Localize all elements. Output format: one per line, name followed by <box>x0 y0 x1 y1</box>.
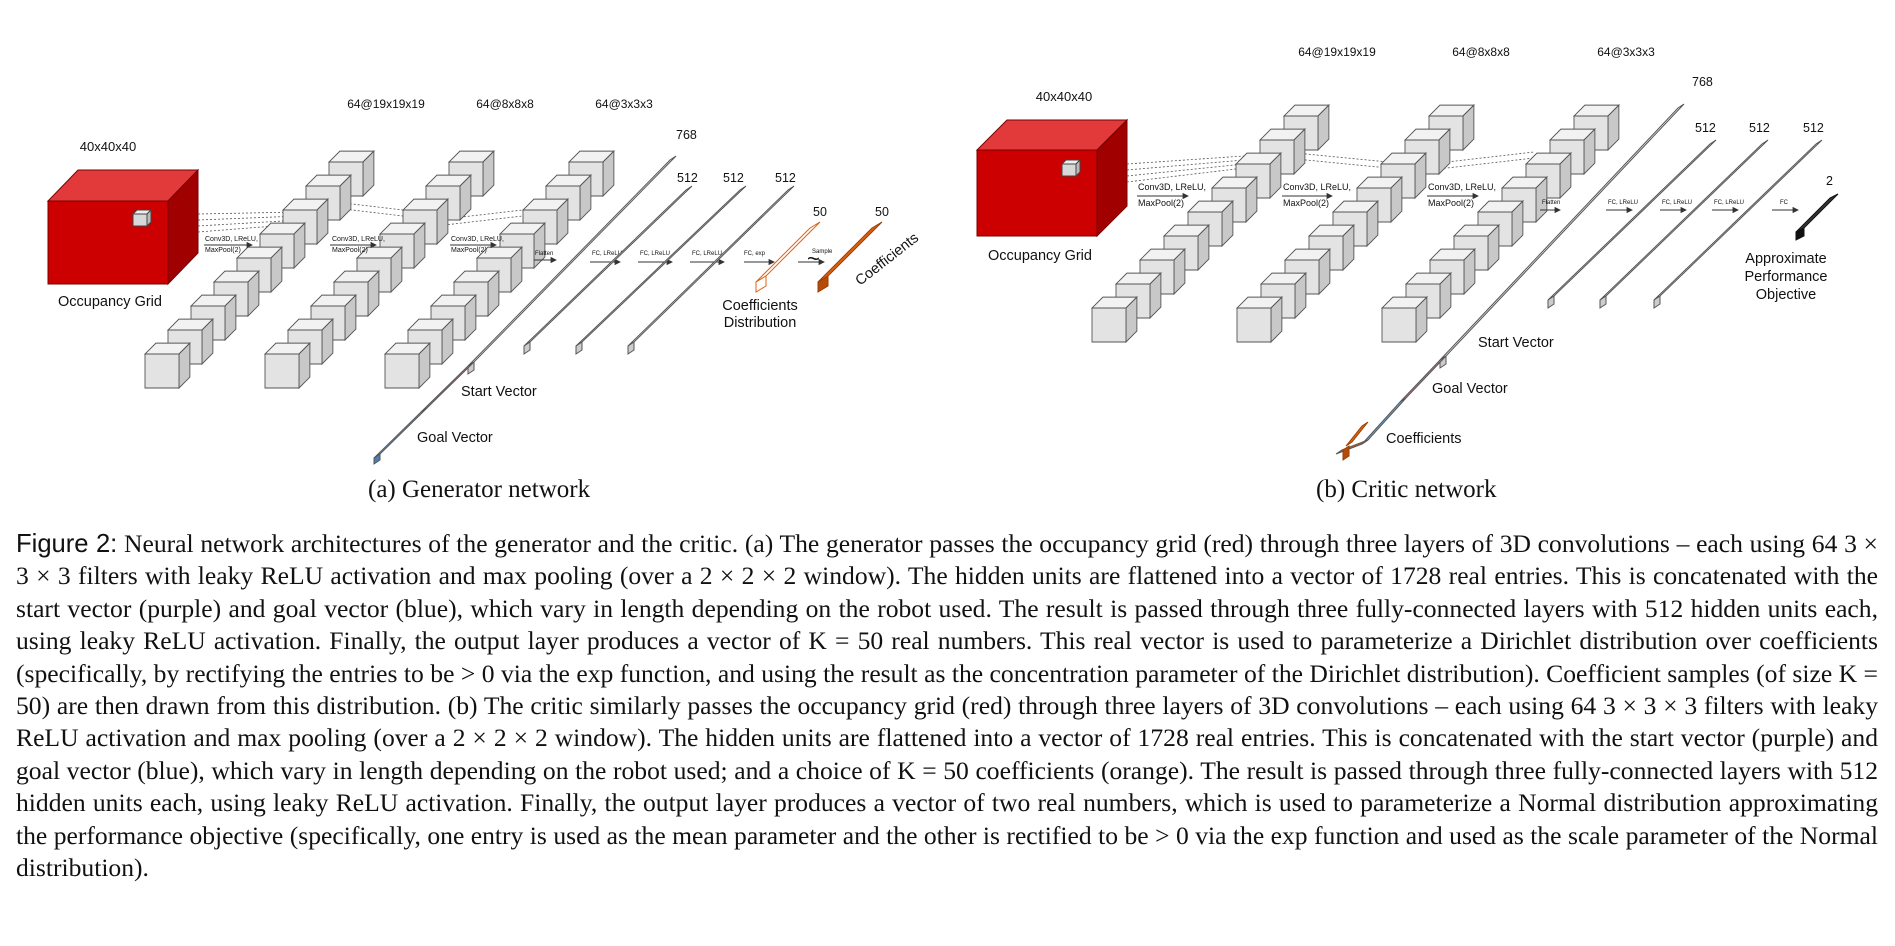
critic-fc-op-3: FC, LReLU <box>1714 200 1744 206</box>
critic-feature-maps-1 <box>1090 104 1330 344</box>
figure-caption-label: Figure 2: <box>16 530 118 558</box>
generator-pool-op-2: MaxPool(2) <box>332 247 368 254</box>
generator-conv-op-1: Conv3D, LReLU, <box>205 236 258 243</box>
critic-objective-label-2: Performance <box>1744 269 1827 285</box>
critic-grid-name-label: Occupancy Grid <box>988 248 1092 264</box>
critic-diagram: 40x40x40 Occupancy Grid 64@19x19x19 64@8… <box>975 45 1839 461</box>
generator-conv-op-2: Conv3D, LReLU, <box>332 236 385 243</box>
generator-coefficients-vector <box>817 221 883 293</box>
generator-fc-op-1: FC, LReLU <box>592 251 622 257</box>
generator-op-arrows <box>204 241 825 266</box>
critic-subcaption: (b) Critic network <box>1316 476 1497 503</box>
generator-fc-size-1: 512 <box>677 171 698 185</box>
critic-start-vector-label: Start Vector <box>1478 335 1554 351</box>
generator-occupancy-grid <box>46 168 200 286</box>
generator-flatten-size: 768 <box>676 128 697 142</box>
generator-tilde: ~ <box>807 246 820 271</box>
generator-projection-lines <box>197 199 541 233</box>
generator-start-vector-label: Start Vector <box>461 384 537 400</box>
critic-op-arrows <box>1137 192 1799 214</box>
critic-objective-label-3: Objective <box>1756 287 1816 303</box>
generator-feature-maps-2 <box>263 150 495 390</box>
critic-coefficients-label: Coefficients <box>1386 431 1462 447</box>
generator-output-vector <box>755 221 821 293</box>
critic-conv-op-2: Conv3D, LReLU, <box>1283 182 1351 192</box>
generator-distribution-label-1: Coefficients <box>722 298 798 314</box>
generator-fc-op-4: FC, exp <box>744 251 766 257</box>
generator-feature-maps-3 <box>383 150 615 390</box>
generator-fc-vector-3 <box>627 185 795 355</box>
generator-sample-size: 50 <box>875 205 889 219</box>
generator-goal-vector-label: Goal Vector <box>417 430 493 446</box>
figure-caption-text: Neural network architectures of the gene… <box>16 529 1878 883</box>
critic-fc-op-2: FC, LReLU <box>1662 200 1692 206</box>
critic-shape-label-1: 64@19x19x19 <box>1298 45 1376 59</box>
generator-fc-vector-2 <box>575 185 747 355</box>
critic-fc-size-1: 512 <box>1695 121 1716 135</box>
feature-map-cube <box>264 353 300 389</box>
critic-feature-maps-2 <box>1235 104 1475 344</box>
critic-grid-size-label: 40x40x40 <box>1036 89 1092 104</box>
figure-caption: Figure 2: Neural network architectures o… <box>16 528 1878 884</box>
critic-feature-maps-3 <box>1380 104 1620 344</box>
generator-grid-name-label: Occupancy Grid <box>58 294 162 310</box>
critic-flatten-vector <box>1335 103 1685 461</box>
critic-flatten-size: 768 <box>1692 75 1713 89</box>
generator-flatten-vector <box>373 155 677 465</box>
critic-conv-op-3: Conv3D, LReLU, <box>1428 182 1496 192</box>
critic-fc-size-3: 512 <box>1803 121 1824 135</box>
generator-shape-label-3: 64@3x3x3 <box>595 97 653 111</box>
critic-conv-op-1: Conv3D, LReLU, <box>1138 182 1206 192</box>
generator-feature-maps-1 <box>143 150 375 390</box>
generator-pool-op-3: MaxPool(2) <box>451 247 487 254</box>
critic-shape-label-2: 64@8x8x8 <box>1452 45 1510 59</box>
generator-fc-vector-1 <box>523 185 693 355</box>
generator-conv-op-3: Conv3D, LReLU, <box>451 236 504 243</box>
generator-shape-label-1: 64@19x19x19 <box>347 97 425 111</box>
feature-map-cube <box>384 353 420 389</box>
generator-pool-op-1: MaxPool(2) <box>205 247 241 254</box>
critic-out-size: 2 <box>1826 174 1833 188</box>
critic-shape-label-3: 64@3x3x3 <box>1597 45 1655 59</box>
generator-fc-size-2: 512 <box>723 171 744 185</box>
architecture-figure: 40x40x40 Occupancy Grid 64@19x19x19 64@8… <box>46 45 1839 465</box>
feature-map-cube <box>1381 307 1417 343</box>
generator-diagram: 40x40x40 Occupancy Grid 64@19x19x19 64@8… <box>46 97 922 465</box>
critic-fc-op-1: FC, LReLU <box>1608 200 1638 206</box>
critic-fc-op-4: FC <box>1780 200 1789 206</box>
feature-map-cube <box>1236 307 1272 343</box>
critic-flatten-op: Flatten <box>1542 200 1560 206</box>
generator-subcaption: (a) Generator network <box>368 476 591 503</box>
critic-fc-size-2: 512 <box>1749 121 1770 135</box>
generator-sample-op: Sample <box>812 249 833 255</box>
critic-pool-op-1: MaxPool(2) <box>1138 198 1184 208</box>
critic-fc-vector-1 <box>1547 139 1717 309</box>
generator-out-size: 50 <box>813 205 827 219</box>
critic-pool-op-3: MaxPool(2) <box>1428 198 1474 208</box>
critic-fc-vector-3 <box>1653 139 1823 309</box>
generator-fc-op-3: FC, LReLU <box>692 251 722 257</box>
generator-grid-size-label: 40x40x40 <box>80 139 136 154</box>
feature-map-cube <box>1091 307 1127 343</box>
generator-shape-label-2: 64@8x8x8 <box>476 97 534 111</box>
generator-flatten-op: Flatten <box>535 251 553 257</box>
critic-occupancy-grid <box>975 118 1129 238</box>
critic-fc-vector-2 <box>1599 139 1769 309</box>
critic-projection-lines <box>1126 149 1535 183</box>
generator-distribution-label-2: Distribution <box>724 315 797 331</box>
generator-fc-size-3: 512 <box>775 171 796 185</box>
feature-map-cube <box>144 353 180 389</box>
critic-output-vector <box>1795 193 1839 241</box>
critic-pool-op-2: MaxPool(2) <box>1283 198 1329 208</box>
critic-goal-vector-label: Goal Vector <box>1432 381 1508 397</box>
critic-objective-label-1: Approximate <box>1745 251 1826 267</box>
generator-fc-op-2: FC, LReLU <box>640 251 670 257</box>
